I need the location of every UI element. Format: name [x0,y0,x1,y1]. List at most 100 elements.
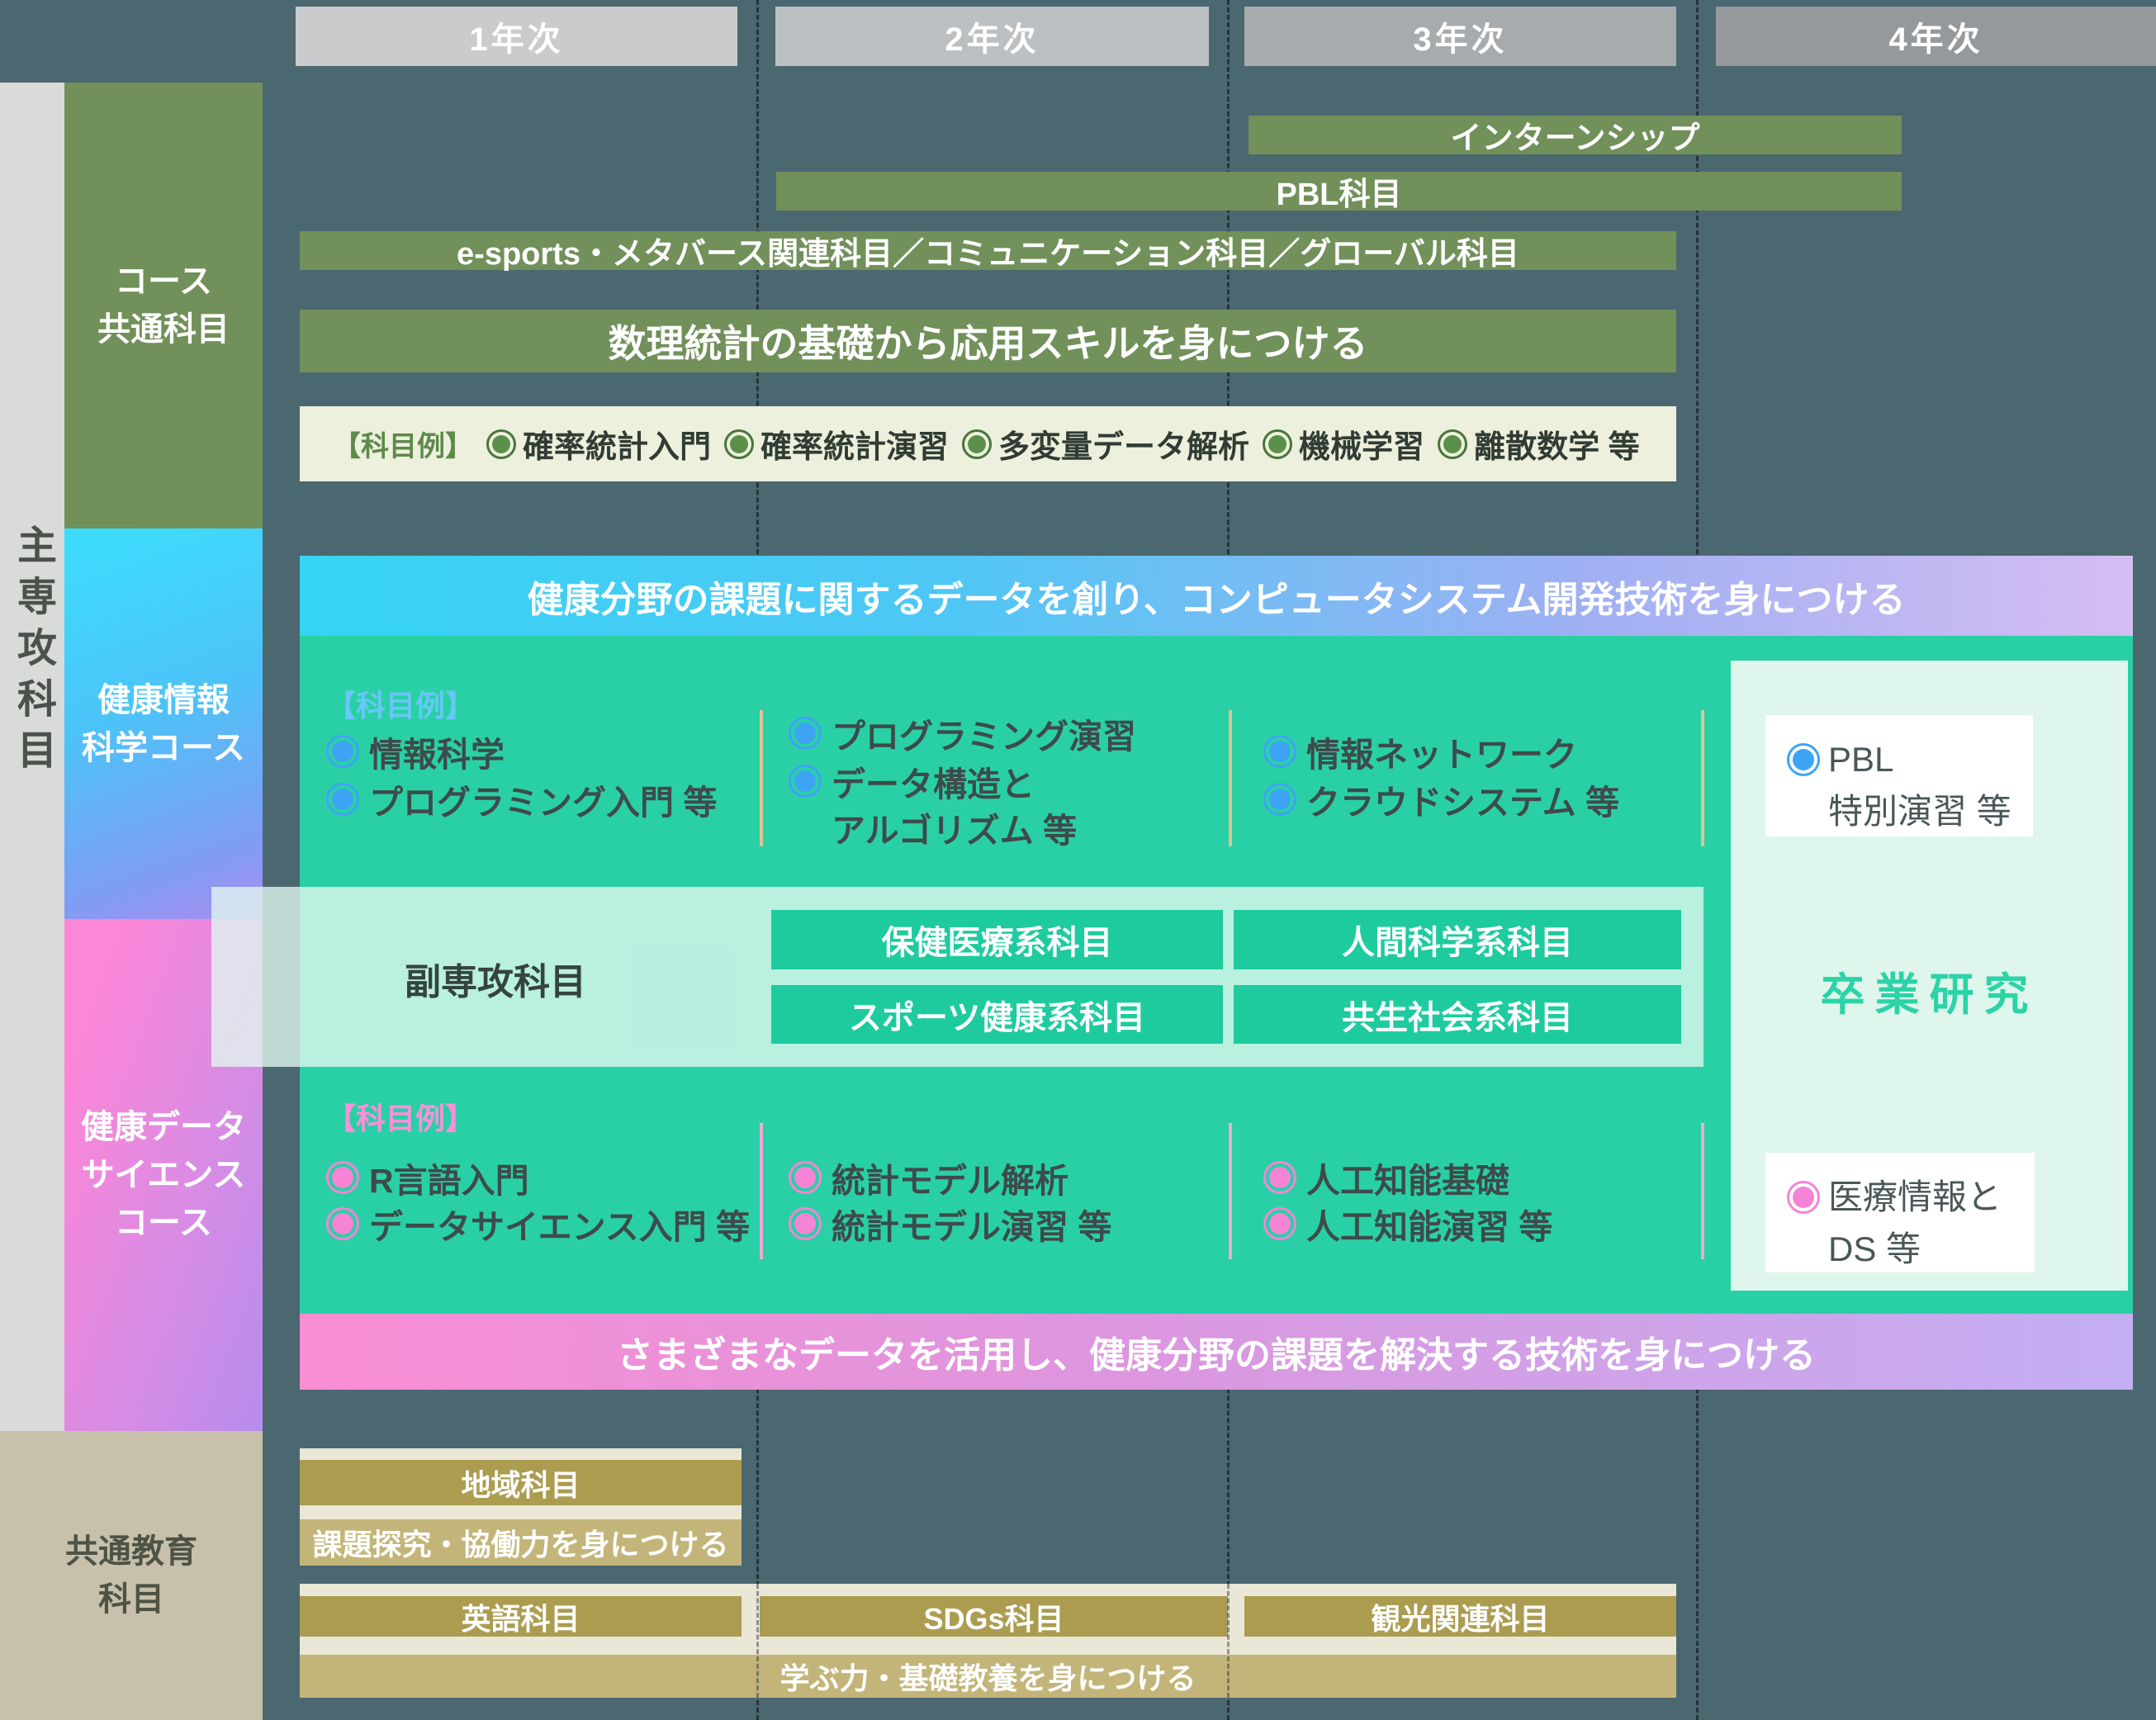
example-subject-label: 確率統計演習 [761,430,950,465]
sidebar-label-line: 科目 [98,1581,164,1618]
course-item-label: クラウドシステム 等 [1306,784,1620,822]
chip-label-line: DS 等 [1828,1230,1921,1268]
year-header-2: 2年次 [775,7,1209,66]
course-item-label: 統計モデル解析 [832,1162,1069,1200]
year-label: 3年次 [1413,21,1508,58]
major-subjects-vertical-label: 主専攻科目 [11,524,54,780]
course-item-label: 人工知能演習 等 [1306,1208,1553,1246]
minor-subjects-label: 副専攻科目 [405,962,586,1002]
year-label: 2年次 [945,21,1040,58]
sidebar-label-line: 共通教育 [65,1533,197,1570]
regional-subjects-bar: 地域科目 [300,1460,742,1505]
blue-bullet-icon [789,765,822,798]
sidebar-label-line: 共通科目 [97,311,230,348]
info-examples-label: 【科目例】 [326,689,476,723]
green-bullet-icon [1438,429,1468,459]
sdgs-subjects-bar: SDGs科目 [760,1596,1228,1637]
pink-bullet-icon [326,1161,359,1194]
column-divider [1229,710,1232,846]
year-header-1: 1年次 [296,7,737,66]
green-bullet-icon [1263,429,1293,459]
basic-education-bar: 学ぶ力・基礎教養を身につける [300,1655,1676,1698]
sidebar-label-line: 健康データ [81,1109,246,1145]
column-divider [760,1123,763,1259]
math-statistics-skill-bar: 数理統計の基礎から応用スキルを身につける [300,310,1676,372]
tourism-subjects-bar: 観光関連科目 [1244,1596,1676,1637]
pink-bullet-icon [1263,1207,1296,1240]
chip-symbiotic-society: 共生社会系科目 [1234,985,1681,1044]
major-subjects-rail [0,83,64,1431]
green-bullet-icon [724,429,755,459]
chip-health-medical: 保健医療系科目 [771,910,1223,969]
ds-course-item: 統計モデル演習 等 [789,1199,1111,1249]
sidebar-course-common: コース 共通科目 [64,83,263,528]
blue-bullet-icon [326,783,359,816]
example-subject: 離散数学 等 [1438,421,1640,467]
course-item-label: アルゴリズム 等 [832,812,1078,850]
info-course-item-continuation: アルゴリズム 等 [789,803,1077,852]
chip-label-line: PBL [1828,740,1894,779]
ds-course-item: 人工知能基礎 [1263,1153,1509,1202]
info-course-item: プログラミング入門 等 [326,775,717,824]
sidebar-common-education: 共通教育 科目 [0,1431,263,1720]
ds-course-item: 人工知能演習 等 [1263,1199,1552,1249]
green-bullet-icon [962,429,993,459]
column-divider [1701,1123,1704,1259]
example-subject-label: 離散数学 等 [1474,430,1640,465]
green-bullet-icon [486,429,516,459]
column-divider [1701,710,1704,846]
internship-bar: インターンシップ [1249,116,1902,156]
course-item-label: 情報科学 [369,736,505,774]
example-subject-label: 多変量データ解析 [998,430,1250,465]
graduation-research-title: 卒業研究 [1820,970,2039,1020]
inquiry-skill-bar: 課題探究・協働力を身につける [300,1519,742,1566]
pink-bullet-icon [789,1207,822,1240]
pbl-subjects-bar: PBL科目 [776,172,1902,212]
course-item-label: R言語入門 [369,1162,529,1200]
ds-examples-label: 【科目例】 [326,1102,476,1135]
year-divider-line [1227,1584,1230,1698]
column-divider [760,710,763,846]
example-subject: 機械学習 [1263,421,1424,467]
pbl-special-chip: PBL 特別演習 等 [1765,715,2033,836]
sidebar-label-line: サイエンス [81,1157,246,1193]
info-course-item: プログラミング演習 [789,708,1136,758]
example-subject-label: 確率統計入門 [523,430,712,465]
course-item-label: データ構造と [832,765,1035,803]
year-label: 1年次 [469,21,564,58]
course-item-label: 情報ネットワーク [1306,736,1577,774]
chip-label-line: 医療情報と [1828,1177,2002,1216]
ds-course-item: 統計モデル解析 [789,1153,1069,1202]
sidebar-label-line: コース [115,263,212,300]
pink-bullet-icon [789,1161,822,1194]
english-subjects-bar: 英語科目 [300,1596,742,1637]
course-item-label: 人工知能基礎 [1306,1162,1509,1200]
example-subject: 確率統計演習 [724,421,949,467]
blue-bullet-icon [326,735,359,768]
sidebar-label-line: コース [115,1205,212,1241]
year-label: 4年次 [1888,21,1983,58]
esports-communication-global-bar: e-sports・メタバース関連科目／コミュニケーション科目／グローバル科目 [300,231,1676,272]
info-course-item: 情報ネットワーク [1263,727,1577,776]
blue-bullet-icon [789,717,822,750]
pink-bullet-icon [1263,1161,1296,1194]
examples-label: 【科目例】 [333,431,473,462]
blue-bullet-icon [1263,783,1296,816]
info-course-item: クラウドシステム 等 [1263,775,1619,824]
info-course-item: 情報科学 [326,727,505,776]
pink-bullet-icon [326,1207,359,1240]
column-divider [1229,1123,1232,1259]
example-subject: 多変量データ解析 [962,421,1249,467]
ds-course-item: R言語入門 [326,1153,529,1202]
course-item-label: データサイエンス入門 等 [369,1208,751,1246]
medical-info-ds-chip: 医療情報と DS 等 [1765,1153,2035,1272]
course-common-examples-row: 【科目例】 確率統計入門 確率統計演習 多変量データ解析 機械学習 離散数学 等 [300,406,1676,481]
ds-course-item: データサイエンス入門 等 [326,1199,750,1249]
chip-human-science: 人間科学系科目 [1234,910,1681,969]
year-divider-line [756,1584,759,1698]
sidebar-label-line: 科学コース [82,729,245,766]
example-subject: 確率統計入門 [486,421,711,467]
blue-bullet-icon [1263,735,1296,768]
example-subject-label: 機械学習 [1299,430,1425,465]
